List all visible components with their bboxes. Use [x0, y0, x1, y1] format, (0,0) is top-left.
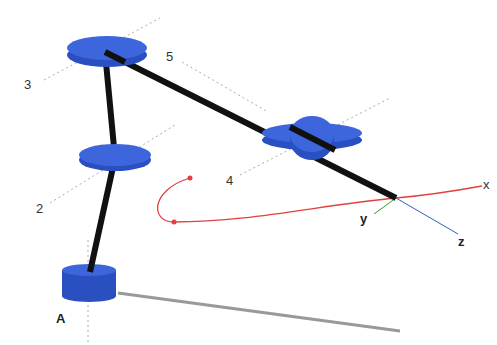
joint-cross: [262, 116, 362, 160]
joint-number: 4: [226, 174, 233, 187]
ground-line: [118, 293, 400, 331]
base-cylinder: [62, 290, 116, 302]
link-axis: [182, 62, 268, 112]
joint-number: 3: [24, 78, 31, 91]
z-axis-line: [396, 198, 458, 234]
trajectory-point: [172, 220, 177, 225]
y-axis-line: [374, 198, 396, 214]
joint-disc: [67, 36, 147, 60]
base-label: A: [56, 312, 65, 325]
joint4-axis: [240, 98, 390, 175]
axis-label: x: [483, 178, 490, 191]
arm-link: [105, 52, 396, 198]
axis-label: y: [360, 212, 367, 225]
joint-number: 2: [36, 202, 43, 215]
link-number: 5: [166, 50, 173, 63]
trajectory-curve: [158, 178, 482, 222]
axis-label: z: [458, 235, 465, 248]
arm-link: [290, 127, 335, 150]
trajectory-point: [188, 176, 193, 181]
arm-link: [105, 52, 125, 62]
joint-disc: [79, 144, 151, 166]
